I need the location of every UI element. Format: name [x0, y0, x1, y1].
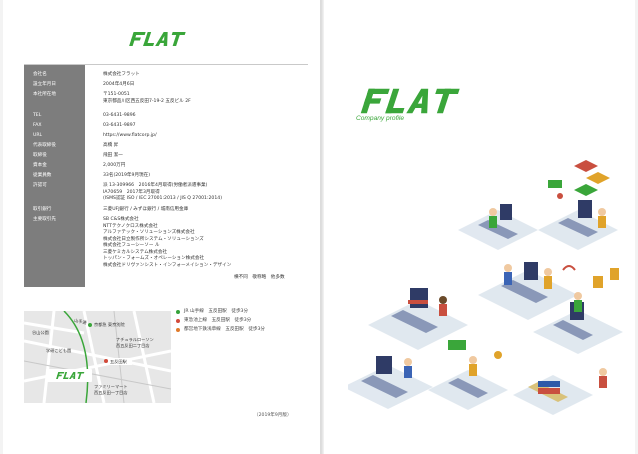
client-item: SB C&S株式会社 — [103, 217, 139, 222]
row-label: 本社所在地 — [33, 92, 56, 97]
client-item: 三菱ケミカルシステム株式会社 — [103, 249, 168, 255]
row-value: 三菱UFJ銀行 / みずほ銀行 / 城南信用金庫 — [103, 207, 189, 212]
client-item: 株式会社フューシーソー ル — [103, 243, 160, 248]
client-item: トッパン・フォームズ・オペレーション株式会社 — [103, 256, 205, 261]
client-item: アルファテック・ソリューションズ株式会社 — [103, 230, 195, 235]
station-dot-icon — [176, 327, 180, 332]
row-fax: FAX 03-6431-9897 — [24, 121, 308, 131]
row-banks: 取引銀行 三菱UFJ銀行 / みずほ銀行 / 城南信用金庫 — [24, 205, 308, 215]
row-label: 許認可 — [33, 183, 47, 188]
client-item: 株式会社日立製作所システム・ソリューションズ — [103, 236, 204, 242]
map-label: ファミリーマート — [94, 384, 128, 389]
row-value-line2: 東京都品川区西五反田7-19-2 五反ビル 2F — [103, 98, 191, 104]
station-list: JR 山手線 五反田駅 徒歩3分 東急池上線 五反田駅 徒歩3分 都営地下鉄浅草… — [176, 307, 265, 334]
row-value-line2: IA70659 2017年3月取得 — [103, 189, 160, 195]
map-label: 谷山公園 — [32, 330, 49, 335]
row-label: 代表取締役 — [33, 143, 56, 148]
row-label: 従業員数 — [33, 173, 52, 178]
map-label: 五反田駅 — [110, 359, 127, 364]
edition-note: （2019年9月版） — [254, 413, 292, 418]
row-label: 資本金 — [33, 163, 47, 168]
row-director: 取締役 飛田 潔一 — [24, 151, 308, 161]
map-label: ナチュラルローソン — [116, 337, 154, 342]
row-ceo: 代表取締役 高橋 昇 — [24, 141, 308, 151]
client-item: NTTテクノクロス株式会社 — [103, 223, 158, 229]
row-address: 本社所在地 〒151-0051 東京都品川区西五反田7-19-2 五反ビル 2F — [24, 90, 308, 108]
map-label: 学研こども園 — [46, 348, 72, 353]
row-value: 2,000万円 — [103, 163, 126, 168]
station-dot-icon — [176, 309, 180, 314]
flat-logo-small — [129, 32, 186, 46]
row-value-line3: (ISMS認証 ISO / IEC 27001:2013 / JIS Q 270… — [103, 196, 222, 201]
row-label: URL — [33, 133, 43, 138]
row-value: 33名(2019年9月現在) — [103, 173, 151, 178]
map-label: 西五反田一丁目店 — [94, 390, 128, 395]
station-item: 都営地下鉄浅草線 五反田駅 徒歩3分 — [176, 325, 265, 334]
map-flat-logo — [56, 372, 85, 379]
clients-note: 横不同 敬称略 他多数 — [234, 275, 285, 280]
row-label: TEL — [33, 113, 42, 118]
isometric-office-illustration — [348, 160, 623, 415]
row-label: 主要取引先 — [33, 217, 56, 222]
row-licenses: 許認可 派 13-309966 2016年4月取得(労働者派遣事業) IA706… — [24, 181, 308, 203]
row-label: FAX — [33, 123, 42, 128]
map-label: 京都急 東京別院 — [94, 322, 125, 327]
flat-logo-large — [360, 88, 460, 114]
row-value: 株式会社フラット — [103, 72, 140, 77]
station-item: JR 山手線 五反田駅 徒歩3分 — [176, 307, 265, 316]
row-clients: 主要取引先 SB C&S株式会社 NTTテクノクロス株式会社 アルファテック・ソ… — [24, 215, 308, 285]
cover-subtitle: Company profile — [356, 115, 405, 122]
station-item: 東急池上線 五反田駅 徒歩3分 — [176, 316, 265, 325]
row-value: 高橋 昇 — [103, 143, 119, 148]
station-text: 都営地下鉄浅草線 五反田駅 徒歩3分 — [184, 327, 266, 332]
row-capital: 資本金 2,000万円 — [24, 161, 308, 171]
row-url: URL https://www.flatcorp.jp/ — [24, 131, 308, 141]
station-text: JR 山手線 五反田駅 徒歩3分 — [184, 309, 249, 314]
client-item: 株式会社ドリヴァンシスト・インフォーメイション・デザイン — [103, 262, 232, 268]
row-label: 取引銀行 — [33, 207, 52, 212]
station-text: 東急池上線 五反田駅 徒歩3分 — [184, 318, 252, 323]
row-value: 〒151-0051 — [103, 92, 130, 97]
row-founded: 設立年月日 2004年4月6日 — [24, 80, 308, 90]
company-info-table: 会社名 株式会社フラット 設立年月日 2004年4月6日 本社所在地 〒151-… — [24, 64, 308, 287]
label-column — [24, 65, 85, 287]
access-map: 京都急 東京別院 谷山公園 山手通 学研こども園 ナチュラルローソン 西五反田二… — [24, 311, 171, 403]
row-value: 派 13-309966 2016年4月取得(労働者派遣事業) — [103, 183, 208, 188]
row-company-name: 会社名 株式会社フラット — [24, 70, 308, 80]
row-label: 設立年月日 — [33, 82, 56, 87]
row-employees: 従業員数 33名(2019年9月現在) — [24, 171, 308, 181]
page-fold — [321, 0, 324, 454]
map-label: 西五反田二丁目店 — [116, 343, 150, 348]
row-value: https://www.flatcorp.jp/ — [103, 133, 157, 138]
row-value: 03-6431-9896 — [103, 113, 136, 118]
row-value: 03-6431-9897 — [103, 123, 136, 128]
row-label: 会社名 — [33, 72, 47, 77]
row-value: 飛田 潔一 — [103, 153, 123, 158]
row-label: 取締役 — [33, 153, 47, 158]
row-tel: TEL 03-6431-9896 — [24, 111, 308, 121]
row-value: 2004年4月6日 — [103, 82, 135, 87]
station-dot-icon — [176, 318, 180, 323]
